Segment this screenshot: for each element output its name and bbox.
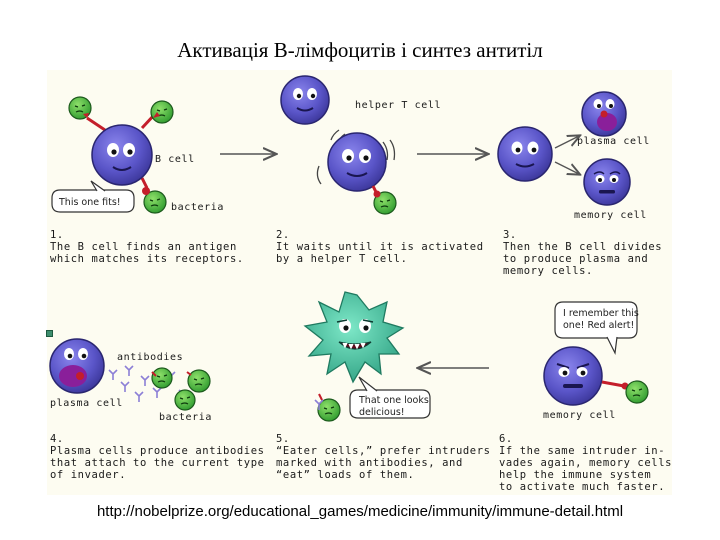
bacteria-label: bacteria: [171, 202, 224, 213]
bacterium-icon: [151, 367, 173, 389]
b-cell-icon: [327, 132, 387, 192]
step-line: Plasma cells produce antibodies: [50, 445, 265, 457]
b-cell-icon: [91, 124, 153, 186]
bacterium-icon: [186, 369, 211, 393]
helper-t-cell-icon: [280, 75, 330, 125]
plasma-cell-label: plasma cell: [577, 136, 650, 147]
step-number: 3.: [503, 229, 517, 241]
memory-cell-icon: [583, 158, 631, 206]
plasma-cell-label: plasma cell: [50, 398, 123, 409]
speech-bubble: I remember this one! Red alert!: [554, 301, 639, 356]
step-number: 6.: [499, 433, 513, 445]
step-5-text: 5. “Eater cells,” prefer intruders marke…: [276, 433, 491, 481]
arrow-icon: [554, 136, 579, 149]
speech-bubble: This one fits!: [51, 180, 135, 213]
step-line: vades again, memory cells: [499, 457, 672, 469]
bacterium-icon: [150, 100, 174, 124]
step-3-text: 3. Then the B cell divides to produce pl…: [503, 229, 662, 277]
step-line: to activate much faster.: [499, 481, 665, 493]
step-line: The B cell finds an antigen: [50, 241, 237, 253]
plasma-cell-icon: [49, 338, 105, 394]
slide-title: Активація В-лімфоцитів і синтез антитіл: [177, 38, 543, 62]
speech-text: delicious!: [359, 407, 405, 418]
bullet-marker: [46, 330, 53, 337]
step-line: to produce plasma and: [503, 253, 648, 265]
step-1-text: 1. The B cell finds an antigen which mat…: [50, 229, 244, 265]
helper-t-cell-label: helper T cell: [355, 100, 441, 111]
b-cell-label: B cell: [155, 154, 195, 165]
step-number: 4.: [50, 433, 64, 445]
step-number: 5.: [276, 433, 290, 445]
speech-text: This one fits!: [58, 197, 121, 208]
bacterium-icon: [142, 187, 167, 214]
source-link[interactable]: http://nobelprize.org/educational_games/…: [96, 503, 624, 520]
bacterium-icon: [174, 389, 196, 411]
immune-diagram: B cell bacteria This one fits! 1. The B …: [47, 70, 672, 495]
panel-2: helper T cell 2. It waits until it is ac…: [276, 75, 484, 265]
b-cell-icon: [497, 126, 553, 182]
step-line: help the immune system: [499, 469, 651, 481]
speech-bubble: That one looks delicious!: [349, 376, 431, 419]
panel-5: That one looks delicious! 5. “Eater cell…: [276, 291, 491, 481]
memory-cell-label: memory cell: [574, 210, 647, 221]
eater-cell-icon: [303, 291, 405, 384]
panel-3: plasma cell memory cell 3. Then the B ce…: [497, 91, 662, 277]
arrow-icon: [554, 161, 579, 174]
step-line: “eat” loads of them.: [276, 469, 414, 481]
bacterium-icon: [373, 190, 397, 215]
panel-4: antibodies plasma cell bacteria: [49, 338, 265, 481]
memory-cell-label: memory cell: [543, 410, 616, 421]
step-line: It waits until it is activated: [276, 241, 484, 253]
panel-1: B cell bacteria This one fits! 1. The B …: [50, 96, 244, 265]
memory-cell-icon: [543, 346, 603, 406]
bacterium-icon: [68, 96, 92, 120]
step-line: that attach to the current type: [50, 457, 265, 469]
bacterium-icon: [625, 380, 649, 404]
bacterium-icon: [314, 393, 341, 422]
step-number: 1.: [50, 229, 64, 241]
step-number: 2.: [276, 229, 290, 241]
speech-text: That one looks: [358, 395, 429, 406]
step-line: marked with antibodies, and: [276, 457, 463, 469]
bacteria-label: bacteria: [159, 412, 212, 423]
step-2-text: 2. It waits until it is activated by a h…: [276, 229, 484, 265]
step-line: by a helper T cell.: [276, 253, 408, 265]
speech-text: one! Red alert!: [563, 320, 634, 331]
step-line: Then the B cell divides: [503, 241, 662, 253]
step-line: If the same intruder in-: [499, 445, 665, 457]
speech-text: I remember this: [563, 308, 639, 319]
step-line: which matches its receptors.: [50, 253, 244, 265]
plasma-cell-icon: [581, 91, 627, 137]
step-4-text: 4. Plasma cells produce antibodies that …: [50, 433, 265, 481]
step-line: memory cells.: [503, 265, 593, 277]
step-line: of invader.: [50, 469, 126, 481]
step-line: “Eater cells,” prefer intruders: [276, 445, 491, 457]
panel-6: I remember this one! Red alert! memory c…: [499, 301, 672, 493]
antibodies-label: antibodies: [117, 352, 183, 363]
step-6-text: 6. If the same intruder in- vades again,…: [499, 433, 672, 493]
